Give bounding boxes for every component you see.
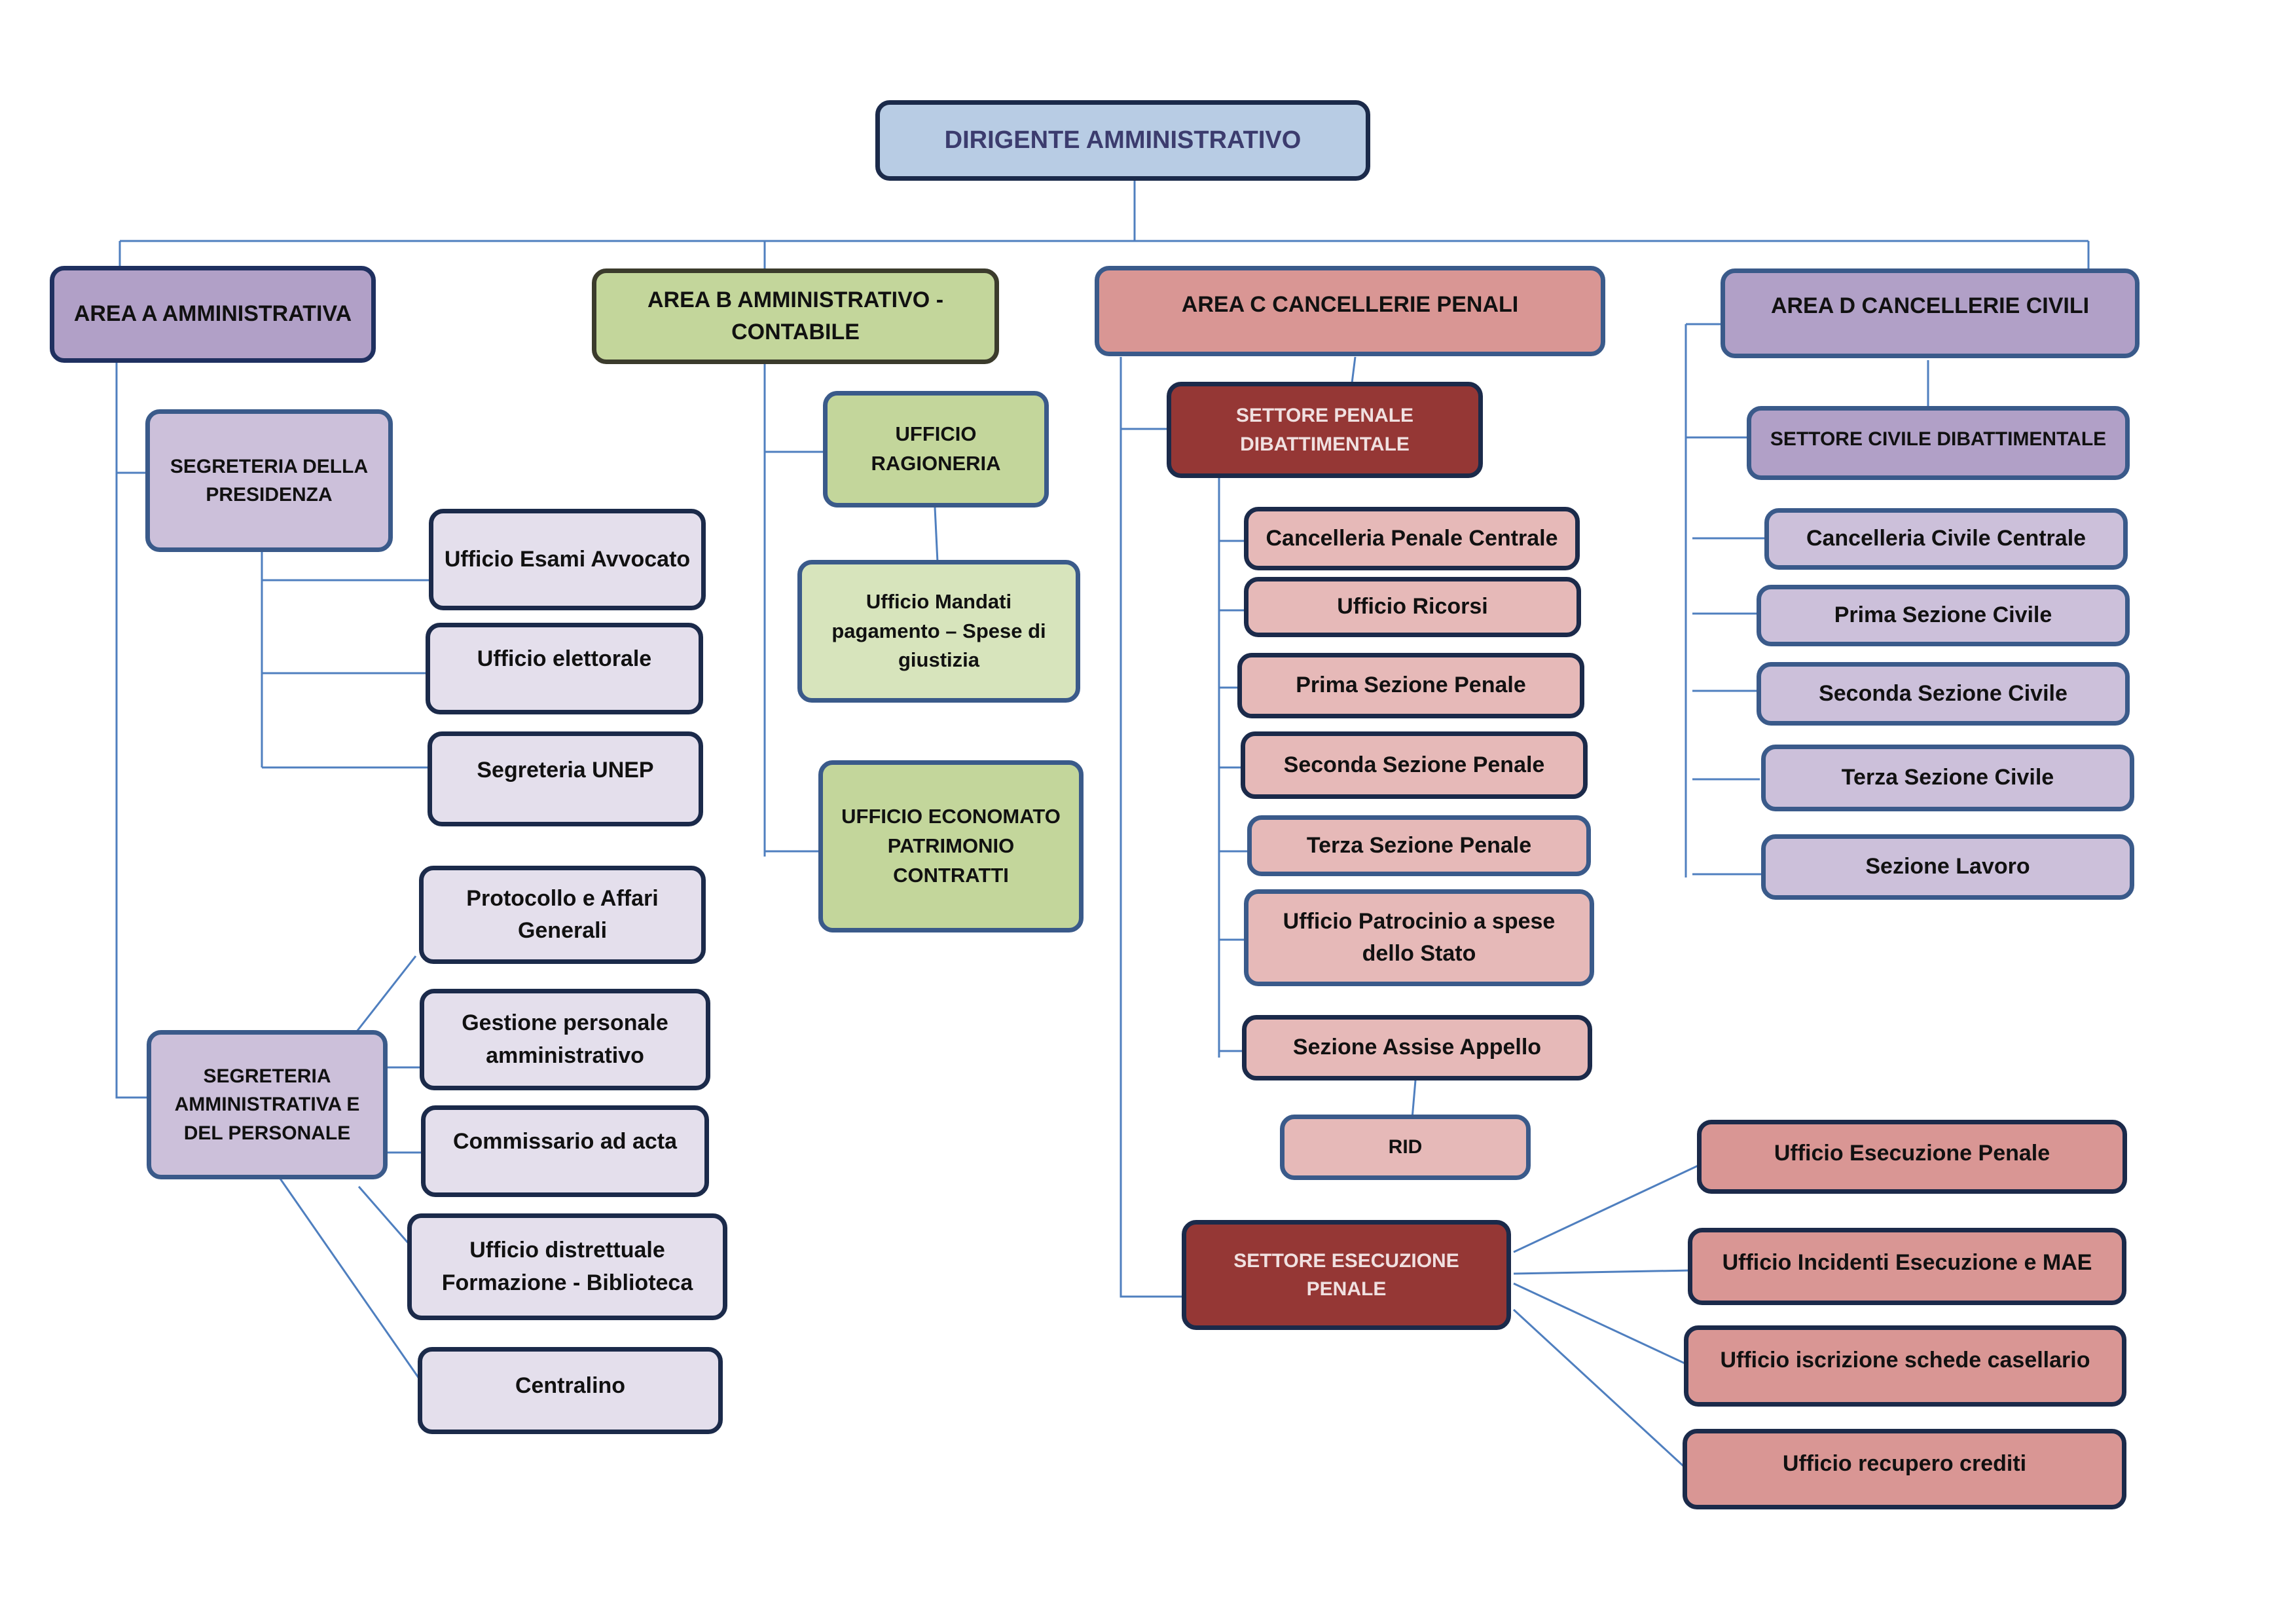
rid-box: RID [1280,1115,1531,1180]
ufficio-esami-avvocato-label: Ufficio Esami Avvocato [444,546,691,572]
ufficio-recupero-crediti-label: Ufficio recupero crediti [1782,1451,2027,1476]
ufficio-iscrizione-schede-label: Ufficio iscrizione schede casellario [1720,1348,2090,1373]
area-a-box: AREA A AMMINISTRATIVA [50,266,376,363]
dirigente-amministrativo-label: DIRIGENTE AMMINISTRATIVO [944,126,1302,154]
protocollo-affari-generali-label: Protocollo e Affari Generali [466,885,659,943]
ufficio-iscrizione-schede-box: Ufficio iscrizione schede casellario [1684,1325,2126,1407]
terza-sezione-civile-label: Terza Sezione Civile [1841,765,2054,790]
ufficio-elettorale-box: Ufficio elettorale [426,623,703,714]
ufficio-elettorale-label: Ufficio elettorale [477,646,652,671]
ufficio-ragioneria-label: UFFICIO RAGIONERIA [871,422,1001,475]
terza-sezione-civile-box: Terza Sezione Civile [1761,745,2134,811]
ufficio-economato-label: UFFICIO ECONOMATO PATRIMONIO CONTRATTI [841,805,1061,887]
seconda-sezione-penale-box: Seconda Sezione Penale [1241,731,1588,799]
dirigente-amministrativo-box: DIRIGENTE AMMINISTRATIVO [875,100,1370,181]
area-d-label: AREA D CANCELLERIE CIVILI [1770,293,2090,318]
ufficio-ricorsi-label: Ufficio Ricorsi [1337,594,1488,619]
area-b-box: AREA B AMMINISTRATIVO - CONTABILE [592,268,999,364]
sezione-assise-appello-label: Sezione Assise Appello [1292,1035,1542,1060]
prima-sezione-penale-box: Prima Sezione Penale [1237,653,1584,718]
area-c-label: AREA C CANCELLERIE PENALI [1181,292,1519,317]
segreteria-presidenza-box: SEGRETERIA DELLA PRESIDENZA [145,409,393,552]
segreteria-unep-label: Segreteria UNEP [477,758,654,783]
sezione-lavoro-box: Sezione Lavoro [1761,834,2134,900]
segreteria-unep-box: Segreteria UNEP [428,731,703,826]
ufficio-incidenti-esecuzione-label: Ufficio Incidenti Esecuzione e MAE [1722,1250,2092,1275]
commissario-ad-acta-box: Commissario ad acta [421,1105,709,1197]
terza-sezione-penale-label: Terza Sezione Penale [1306,832,1532,858]
ufficio-mandati-box: Ufficio Mandati pagamento – Spese di giu… [797,560,1080,703]
ufficio-esecuzione-penale-label: Ufficio Esecuzione Penale [1774,1141,2050,1166]
cancelleria-penale-centrale-box: Cancelleria Penale Centrale [1244,507,1580,570]
ufficio-mandati-label: Ufficio Mandati pagamento – Spese di giu… [831,589,1046,672]
prima-sezione-penale-label: Prima Sezione Penale [1296,673,1526,698]
seconda-sezione-penale-label: Seconda Sezione Penale [1283,752,1545,777]
sezione-lavoro-label: Sezione Lavoro [1865,854,2030,879]
centralino-label: Centralino [515,1373,626,1398]
area-b-label: AREA B AMMINISTRATIVO - CONTABILE [647,287,944,344]
prima-sezione-civile-label: Prima Sezione Civile [1834,602,2052,628]
ufficio-patrocinio-label: Ufficio Patrocinio a spese dello Stato [1283,908,1556,966]
protocollo-affari-generali-box: Protocollo e Affari Generali [419,866,706,964]
sezione-assise-appello-box: Sezione Assise Appello [1242,1015,1592,1080]
centralino-box: Centralino [418,1347,723,1434]
ufficio-economato-box: UFFICIO ECONOMATO PATRIMONIO CONTRATTI [818,760,1084,932]
area-a-label: AREA A AMMINISTRATIVA [73,301,352,327]
segreteria-personale-label: SEGRETERIA AMMINISTRATIVA E DEL PERSONAL… [174,1065,360,1144]
ufficio-recupero-crediti-box: Ufficio recupero crediti [1683,1429,2126,1509]
ufficio-formazione-biblioteca-box: Ufficio distrettuale Formazione - Biblio… [407,1213,727,1320]
area-d-box: AREA D CANCELLERIE CIVILI [1721,268,2140,358]
ufficio-incidenti-esecuzione-box: Ufficio Incidenti Esecuzione e MAE [1688,1228,2126,1305]
settore-civile-dibattimentale-label: SETTORE CIVILE DIBATTIMENTALE [1770,428,2107,450]
cancelleria-civile-centrale-box: Cancelleria Civile Centrale [1764,508,2128,570]
cancelleria-civile-centrale-label: Cancelleria Civile Centrale [1806,526,2086,551]
gestione-personale-box: Gestione personale amministrativo [420,989,710,1090]
settore-civile-dibattimentale-box: SETTORE CIVILE DIBATTIMENTALE [1747,406,2130,480]
area-c-box: AREA C CANCELLERIE PENALI [1095,266,1605,356]
terza-sezione-penale-box: Terza Sezione Penale [1247,815,1591,876]
settore-esecuzione-penale-label: SETTORE ESECUZIONE PENALE [1233,1249,1459,1301]
segreteria-personale-box: SEGRETERIA AMMINISTRATIVA E DEL PERSONAL… [147,1030,388,1179]
prima-sezione-civile-box: Prima Sezione Civile [1757,585,2130,646]
cancelleria-penale-centrale-label: Cancelleria Penale Centrale [1266,525,1558,551]
seconda-sezione-civile-box: Seconda Sezione Civile [1757,662,2130,726]
settore-penale-dibattimentale-label: SETTORE PENALE DIBATTIMENTALE [1235,405,1414,455]
ufficio-esecuzione-penale-box: Ufficio Esecuzione Penale [1697,1120,2127,1194]
gestione-personale-label: Gestione personale amministrativo [462,1010,668,1068]
seconda-sezione-civile-label: Seconda Sezione Civile [1819,680,2068,706]
rid-label: RID [1388,1136,1423,1158]
ufficio-ricorsi-box: Ufficio Ricorsi [1244,577,1581,637]
segreteria-presidenza-label: SEGRETERIA DELLA PRESIDENZA [170,455,369,506]
ufficio-formazione-biblioteca-label: Ufficio distrettuale Formazione - Biblio… [441,1238,693,1295]
ufficio-ragioneria-box: UFFICIO RAGIONERIA [823,391,1049,507]
ufficio-esami-avvocato-box: Ufficio Esami Avvocato [429,509,706,610]
commissario-ad-acta-label: Commissario ad acta [452,1129,678,1154]
settore-penale-dibattimentale-box: SETTORE PENALE DIBATTIMENTALE [1167,382,1483,478]
settore-esecuzione-penale-box: SETTORE ESECUZIONE PENALE [1182,1220,1511,1330]
ufficio-patrocinio-box: Ufficio Patrocinio a spese dello Stato [1244,889,1594,986]
